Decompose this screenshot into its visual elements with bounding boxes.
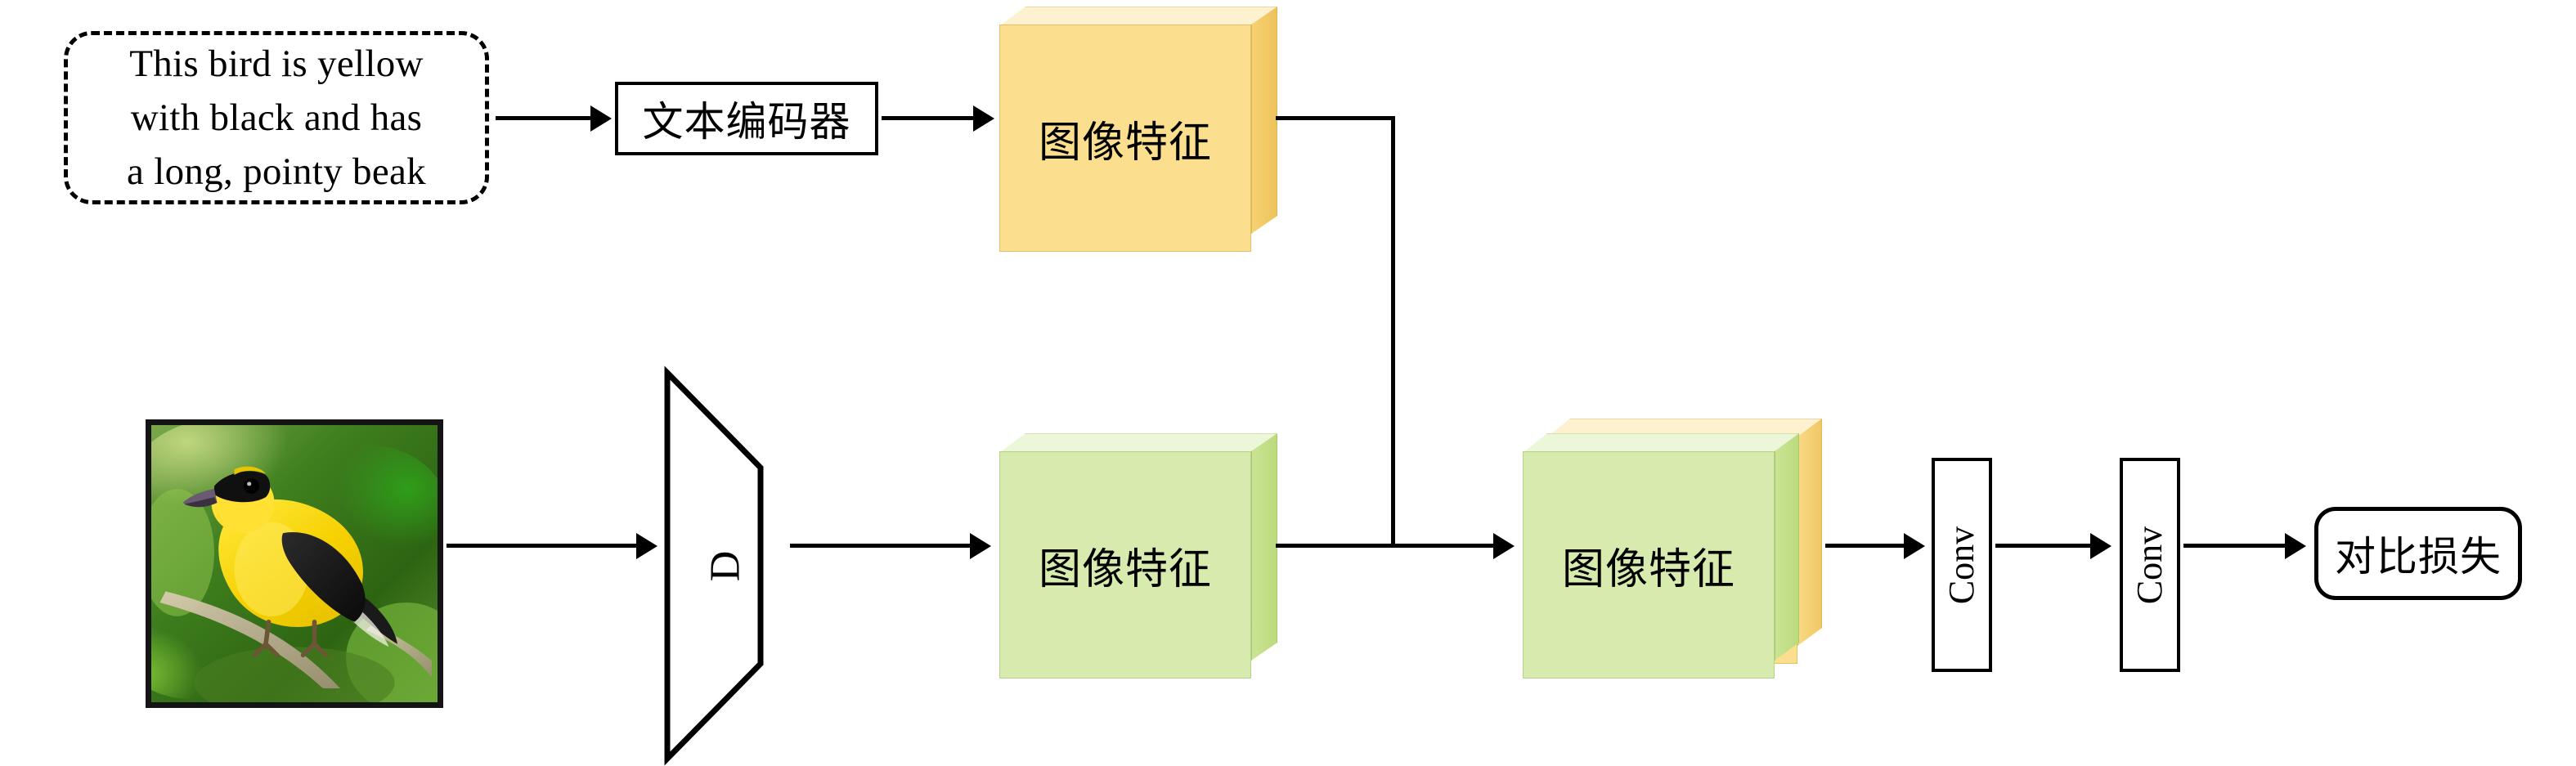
- arrowhead-icon: [970, 533, 991, 559]
- text-caption-box: This bird is yellow with black and has a…: [64, 31, 489, 204]
- block-side-face: [1251, 433, 1277, 661]
- arrowhead-icon: [1493, 533, 1515, 559]
- connector-image-feature-to-fused: [1276, 544, 1497, 548]
- conv-block-2-label: Conv: [2129, 526, 2170, 604]
- arrowhead-icon: [973, 105, 994, 132]
- contrastive-loss-label: 对比损失: [2335, 534, 2502, 580]
- connector-conv2-to-loss: [2183, 544, 2288, 548]
- block-front-face: 图像特征: [999, 25, 1251, 252]
- arrowhead-icon: [590, 105, 612, 132]
- bird-photo-illustration: [151, 425, 438, 702]
- arrowhead-icon: [2285, 533, 2306, 559]
- connector-encoder-to-image-feature: [790, 544, 973, 548]
- fused-feature-block: 图像特征: [1523, 419, 1850, 680]
- text-encoder-label: 文本编码器: [642, 99, 851, 145]
- connector-text-feature-horizontal: [1276, 116, 1395, 120]
- caption-line-2: with black and has: [130, 96, 423, 139]
- connector-text-feature-vertical: [1391, 116, 1395, 548]
- fused-feature-label: 图像特征: [1561, 546, 1735, 594]
- fused-top-face: [1523, 433, 1799, 453]
- block-top-face: [999, 7, 1277, 26]
- connector-image-to-encoder: [447, 544, 640, 548]
- bird-photograph: [146, 419, 443, 708]
- block-front-face: 图像特征: [999, 451, 1251, 679]
- image-encoder-node: D: [664, 370, 787, 762]
- text-encoder-node: 文本编码器: [615, 82, 878, 155]
- conv-block-2: Conv: [2120, 458, 2180, 672]
- fused-front-face: 图像特征: [1523, 451, 1775, 679]
- contrastive-loss-node: 对比损失: [2314, 507, 2522, 600]
- connector-fused-to-conv1: [1825, 544, 1907, 548]
- image-feature-block: 图像特征: [999, 433, 1277, 679]
- caption-line-3: a long, pointy beak: [127, 150, 426, 193]
- text-feature-block: 图像特征: [999, 7, 1277, 252]
- trapezoid-shape: [664, 370, 787, 762]
- image-encoder-label-wrap: D: [664, 370, 787, 762]
- arrowhead-icon: [1904, 533, 1925, 559]
- image-encoder-label: D: [702, 550, 749, 581]
- connector-text-encoder-to-text-feature: [882, 116, 976, 120]
- connector-conv1-to-conv2: [1995, 544, 2094, 548]
- fused-back-side-face: [1797, 419, 1822, 646]
- conv-block-1: Conv: [1932, 458, 1992, 672]
- arrowhead-icon: [636, 533, 657, 559]
- caption-line-1: This bird is yellow: [129, 43, 424, 85]
- fused-side-face: [1775, 433, 1799, 661]
- arrowhead-icon: [2090, 533, 2112, 559]
- block-top-face: [999, 433, 1277, 453]
- connector-caption-to-text-encoder: [496, 116, 594, 120]
- conv-block-1-label: Conv: [1941, 526, 1982, 604]
- image-feature-label: 图像特征: [1038, 546, 1212, 594]
- block-side-face: [1251, 7, 1277, 234]
- text-feature-label: 图像特征: [1038, 119, 1212, 167]
